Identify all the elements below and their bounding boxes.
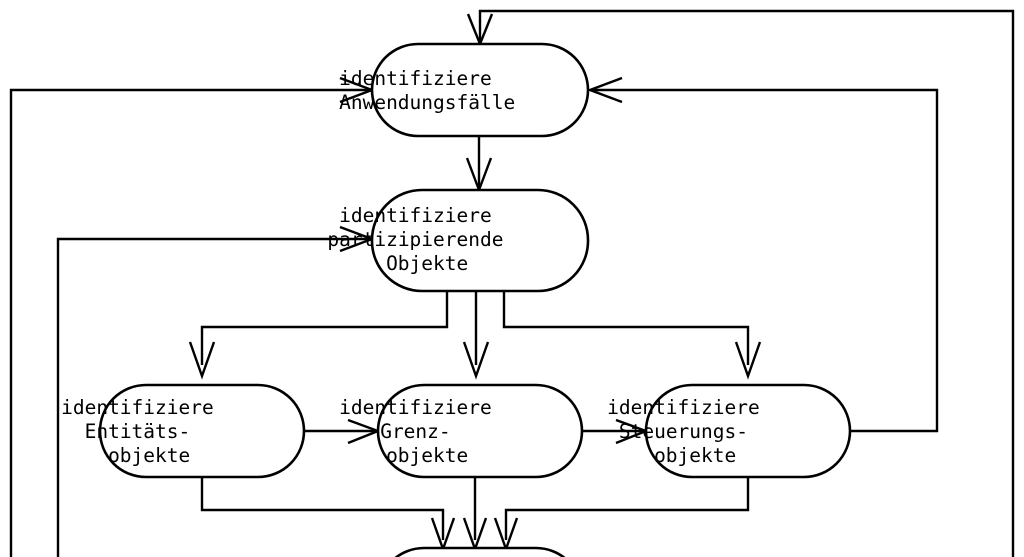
- edge-left-feedback-into-partizipierende: [56, 237, 370, 557]
- arrowhead-into-grenz-top: [462, 341, 490, 380]
- node-entitaetsobjekte-label: identifiziere Entitäts- objekte: [61, 396, 343, 467]
- arrowhead-into-entitaets: [188, 341, 216, 380]
- node-grenzobjekte-shape: [376, 383, 584, 479]
- edge-partizipierende-to-entitaets: [200, 291, 449, 365]
- node-entitaetsobjekte-shape: [98, 383, 306, 479]
- edge-entitaets-to-bottom: [200, 477, 445, 540]
- edge-left-feedback-into-anwendungsfaelle: [9, 88, 370, 557]
- arrowhead-into-steuerungs-top: [734, 341, 762, 380]
- edge-top-feedback-into-anwendungsfaelle: [478, 9, 1015, 557]
- edge-layer: [9, 9, 1015, 557]
- node-partizipierende-objekte-label: identifiziere partizipierende Objekte: [327, 204, 632, 275]
- node-grenzobjekte[interactable]: identifiziere Grenz- objekte: [339, 383, 621, 479]
- edge-steuerungs-to-anwendungsfaelle: [592, 88, 939, 433]
- node-grenzobjekte-label: identifiziere Grenz- objekte: [339, 396, 621, 467]
- node-steuerungsobjekte[interactable]: identifiziere Steuerungs- objekte: [607, 383, 889, 479]
- node-steuerungsobjekte-label: identifiziere Steuerungs- objekte: [607, 396, 889, 467]
- node-bottom-partial-shape: [394, 546, 566, 557]
- node-partizipierende-objekte-shape: [370, 188, 590, 293]
- node-anwendungsfaelle-label: identifiziere Anwendungsfälle: [339, 67, 621, 114]
- node-layer: identifiziere Anwendungsfälle identifizi…: [61, 42, 889, 557]
- node-partizipierende-objekte[interactable]: identifiziere partizipierende Objekte: [327, 188, 632, 293]
- edge-partizipierende-to-steuerungs: [502, 291, 750, 365]
- node-steuerungsobjekte-shape: [644, 383, 852, 479]
- node-anwendungsfaelle[interactable]: identifiziere Anwendungsfälle: [339, 42, 621, 138]
- arrowhead-right-into-anwendungsfaelle: [586, 76, 623, 104]
- node-entitaetsobjekte[interactable]: identifiziere Entitäts- objekte: [61, 383, 343, 479]
- edge-steuerungs-to-bottom: [504, 477, 750, 540]
- node-anwendungsfaelle-shape: [370, 42, 590, 138]
- node-bottom-partial[interactable]: [378, 546, 582, 557]
